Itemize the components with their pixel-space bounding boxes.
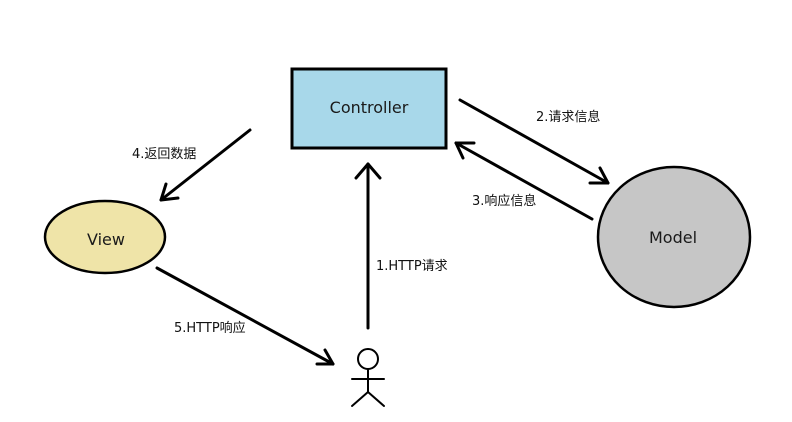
edge-http-request: 1.HTTP请求	[354, 162, 448, 330]
model-node: Model	[596, 165, 752, 309]
controller-node: Controller	[290, 67, 448, 150]
edge-http-response: 5.HTTP响应	[155, 266, 335, 366]
user-stick-figure-icon	[351, 348, 385, 407]
arrowhead-icon	[588, 166, 610, 185]
model-label: Model	[649, 228, 697, 247]
arrowhead-icon	[159, 182, 180, 202]
edge-http-request-label: 1.HTTP请求	[376, 259, 448, 274]
edge-http-response-label: 5.HTTP响应	[174, 320, 246, 336]
edge-return-data: 4.返回数据	[132, 128, 252, 202]
view-ellipse	[43, 199, 167, 275]
view-node: View	[43, 199, 167, 275]
view-label: View	[87, 230, 125, 249]
edge-request-info: 2.请求信息	[458, 98, 610, 185]
arrowhead-icon	[354, 162, 382, 180]
edge-response-info: 3.响应信息	[454, 141, 594, 221]
controller-label: Controller	[330, 98, 409, 117]
arrowhead-icon	[315, 348, 335, 366]
edge-request-info-label: 2.请求信息	[536, 109, 600, 125]
edge-return-data-label: 4.返回数据	[132, 147, 196, 162]
arrowhead-icon	[454, 141, 476, 160]
model-circle	[596, 165, 752, 309]
edge-response-info-label: 3.响应信息	[472, 193, 536, 209]
controller-box	[290, 67, 448, 150]
